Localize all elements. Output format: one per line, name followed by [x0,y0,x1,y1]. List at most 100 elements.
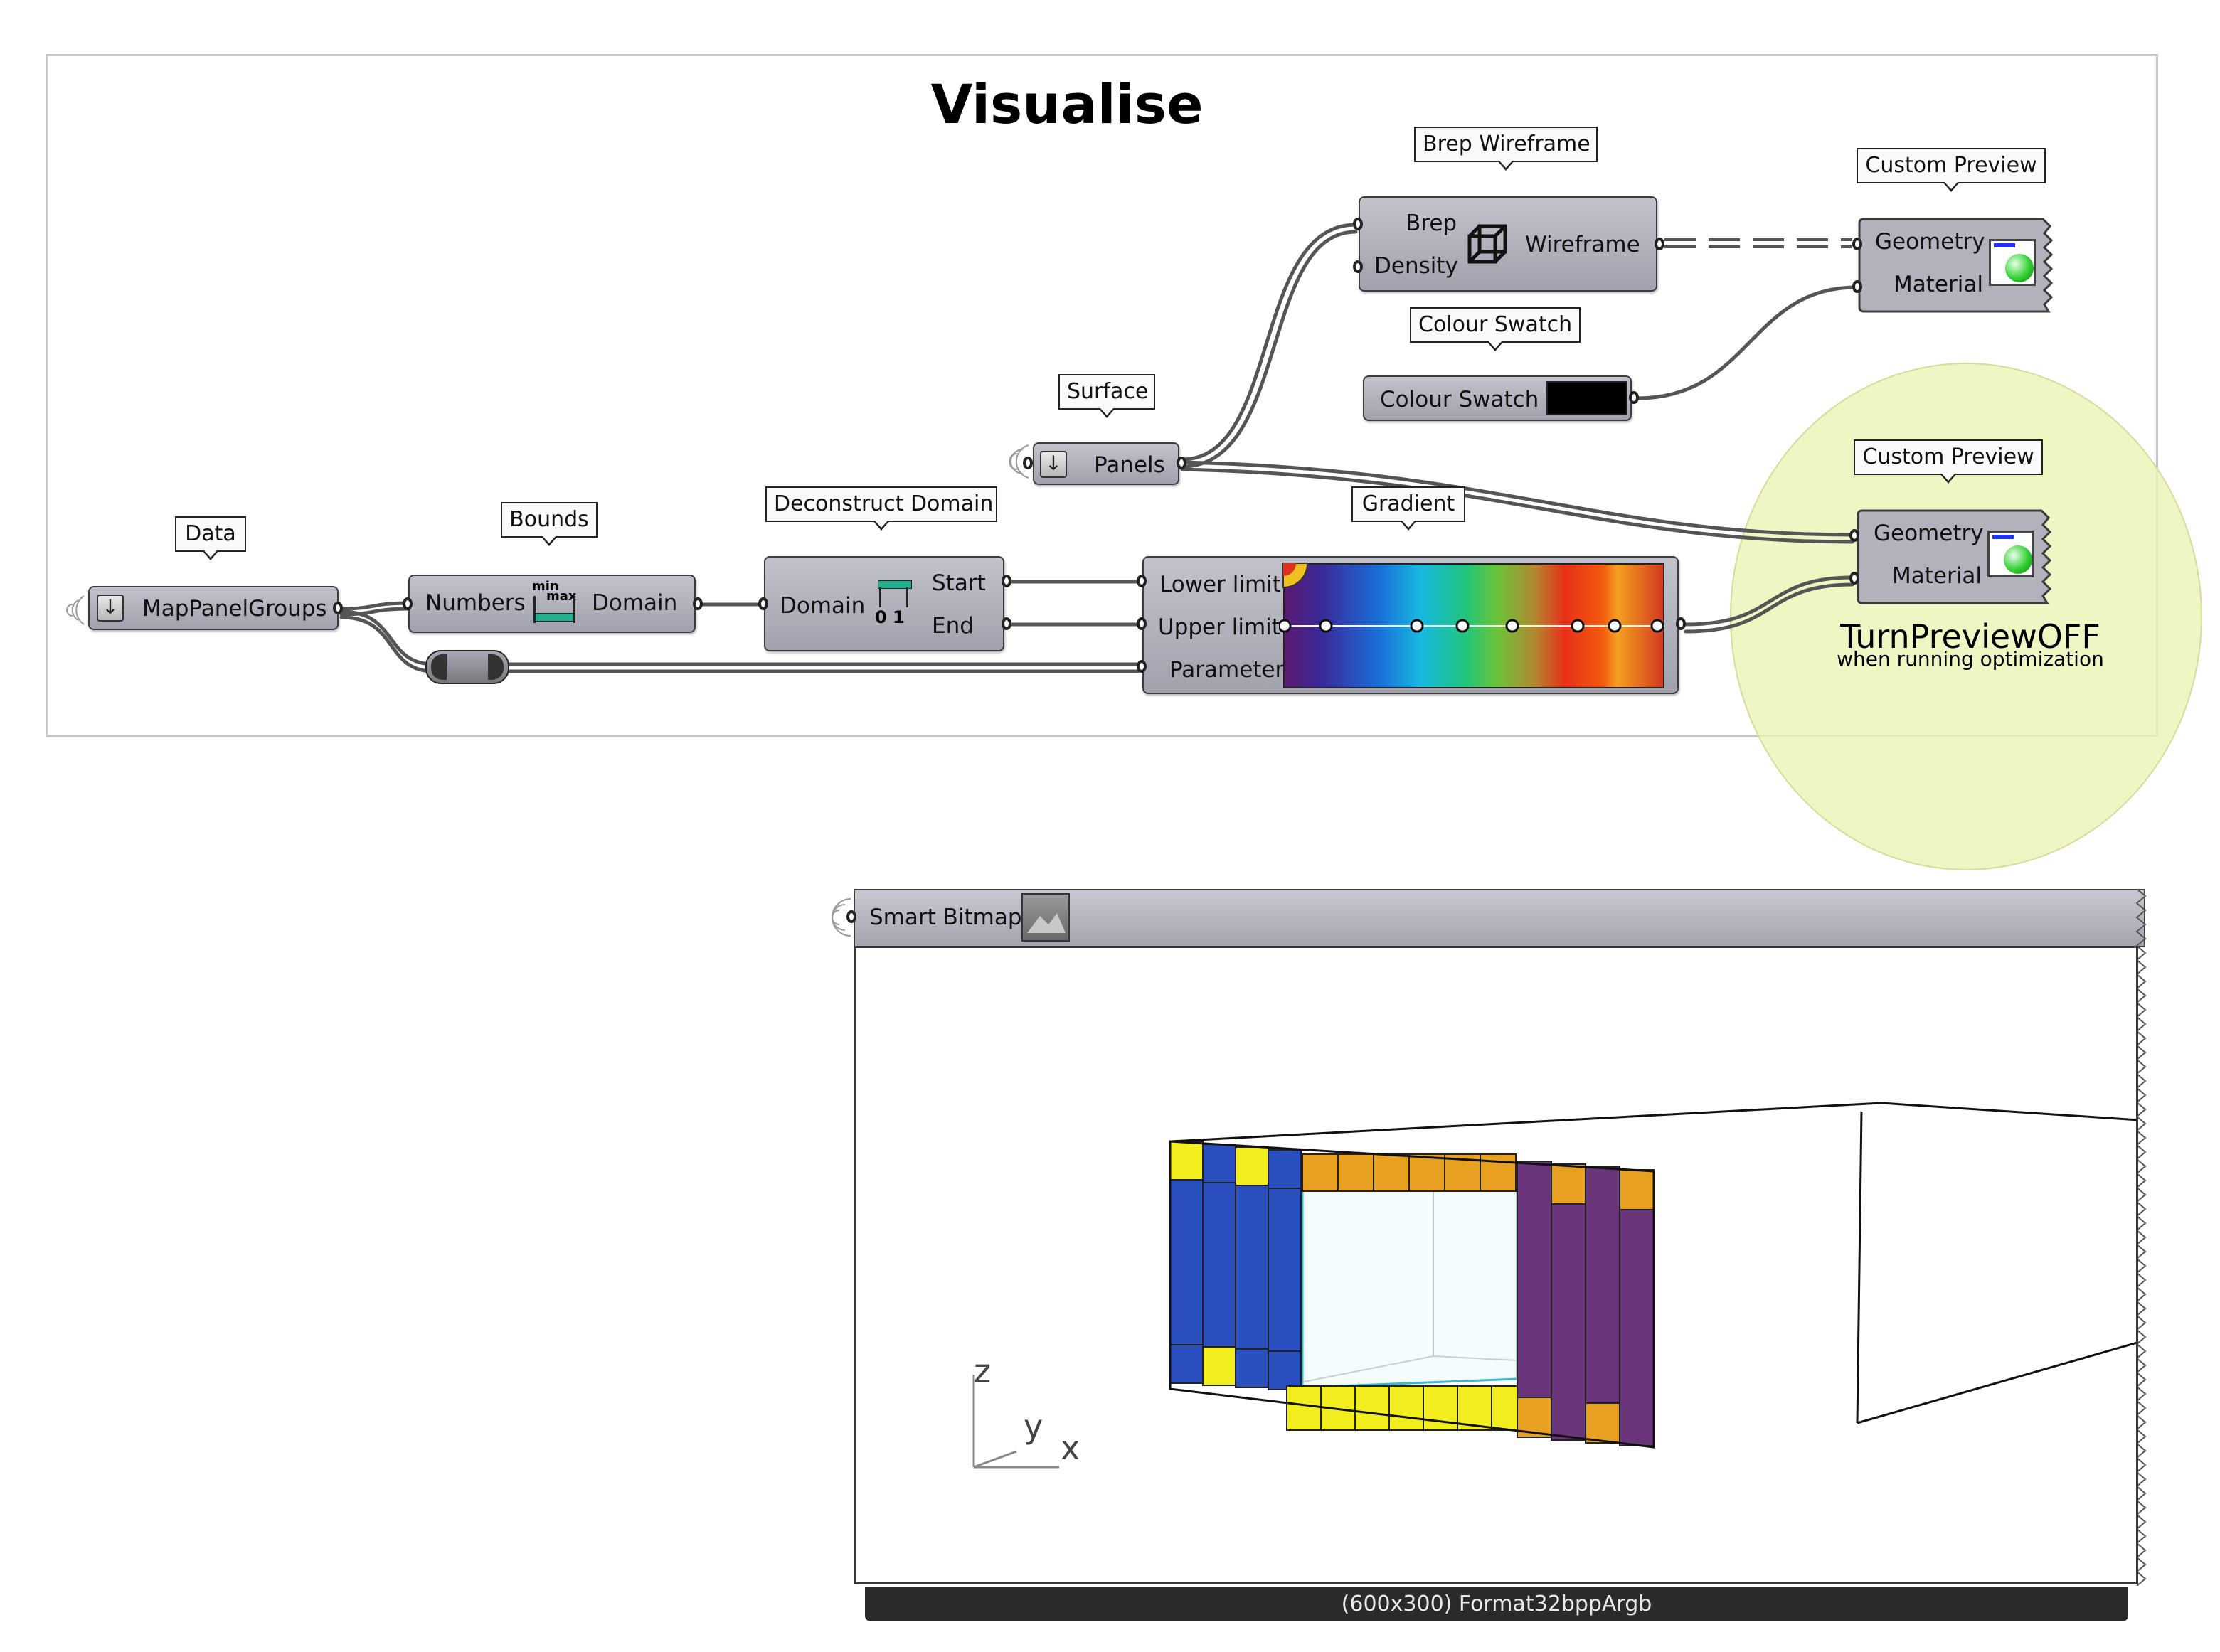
colour-swatch-component[interactable]: Colour Swatch [1363,375,1632,421]
facade-panel [1202,1346,1236,1386]
wifi-icon-panels [1009,444,1029,479]
model-render [1169,1102,2162,1449]
bounds-input-numbers: Numbers [425,590,526,616]
facade-panel [1235,1348,1269,1388]
bounds-component[interactable]: Numbers Domain min max [408,575,696,633]
preview-sphere-icon [1989,239,2036,286]
custom-preview-2-geometry: Geometry [1874,521,1984,546]
axis-x-label: x [1061,1429,1080,1467]
custom-preview-2-geometry-port[interactable] [1849,529,1859,542]
custom-preview-1-material: Material [1894,272,1983,297]
bounds-numbers-input-port[interactable] [403,597,413,610]
brep-wireframe-output: Wireframe [1525,232,1640,257]
map-panel-groups-label: MapPanelGroups [142,596,327,622]
facade-panel [1169,1141,1204,1181]
facade-panel [1169,1179,1204,1345]
facade-panel [1202,1144,1236,1183]
arrow-down-icon: ↓ [97,595,124,622]
facade-panel [1268,1350,1302,1390]
arrow-down-icon: ↓ [1040,451,1067,478]
wire-map-relay [339,609,436,666]
gradient-input-lower: Lower limit [1159,572,1281,597]
custom-preview-2-material-port[interactable] [1849,572,1859,585]
facade-panel [1268,1188,1302,1352]
wire-panels-geometry2-b [1180,467,1854,544]
gradient-output-port[interactable] [1676,617,1686,630]
facade-panel [1480,1153,1517,1192]
panels-input-port[interactable] [1023,457,1033,469]
smart-bitmap-footer: (600x300) Format32bppArgb [865,1587,2128,1621]
tag-deconstruct-domain: Deconstruct Domain [765,486,997,531]
relay-node[interactable] [425,650,509,684]
deconstruct-domain-icon: 0 1 [873,577,916,630]
tag-colour-swatch: Colour Swatch [1410,307,1581,351]
colour-swatch-output-port[interactable] [1629,391,1639,404]
deconstruct-domain-input-port[interactable] [758,597,768,610]
image-icon [1021,893,1070,942]
tag-data: Data [175,516,246,560]
cube-wireframe-icon [1467,224,1507,264]
deconstruct-output-end: End [932,613,974,639]
gradient-upper-port[interactable] [1137,617,1147,630]
smart-bitmap-viewport[interactable]: z y x [854,946,2162,1584]
custom-preview-1-material-port[interactable] [1852,280,1862,293]
custom-preview-1-geometry-port[interactable] [1852,238,1862,250]
wifi-icon [66,595,85,625]
facade-outline [1169,1140,1655,1449]
deconstruct-end-output-port[interactable] [1002,617,1011,630]
map-panel-groups-param[interactable]: ↓ MapPanelGroups [88,586,339,630]
facade-panel [1235,1185,1269,1350]
facade-panel [1551,1163,1586,1205]
axis-z-label: z [974,1352,992,1390]
deconstruct-input-domain: Domain [780,593,866,619]
deconstruct-start-output-port[interactable] [1002,575,1011,587]
facade-panel [1268,1149,1302,1189]
panels-label: Panels [1094,452,1165,478]
wire-swatch-material1 [1635,285,1859,400]
axis-y-label: y [1024,1407,1043,1446]
brep-input-port[interactable] [1353,218,1363,230]
facade-panel [1551,1203,1586,1441]
tag-custom-preview-2: Custom Preview [1854,439,2043,484]
facade-panel [1517,1161,1552,1398]
bounds-domain-output-port[interactable] [693,597,703,610]
facade-panel [1408,1153,1445,1192]
axis-gizmo [972,1375,1059,1469]
gradient-component[interactable]: Lower limit Upper limit Parameter [1142,556,1679,694]
facade-panel [1202,1182,1236,1348]
wire-gradient-material2 [1684,575,1854,627]
tag-surface: Surface [1058,374,1155,418]
facade-panel [1354,1385,1390,1431]
wire-panels-geometry2 [1180,460,1854,537]
facade-panel [1169,1344,1204,1384]
note-subtitle: when running optimization [1837,647,2104,671]
brep-wireframe-input-density: Density [1374,253,1458,279]
wireframe-output-port[interactable] [1655,238,1664,250]
group-visualise[interactable] [46,54,2158,737]
brep-wireframe-component[interactable]: Brep Density Wireframe [1359,196,1657,292]
wire-map-bounds-b [339,607,412,617]
gradient-grip-line[interactable] [1279,614,1672,637]
density-input-port[interactable] [1353,260,1363,273]
smart-bitmap-zigzag-edge [2135,889,2147,1586]
colour-swatch-color-box[interactable] [1546,381,1627,415]
deconstruct-domain-component[interactable]: Domain Start End 0 1 [764,556,1004,651]
smart-bitmap-input-port[interactable] [846,910,856,923]
wifi-icon-bitmap [832,898,851,937]
tag-bounds: Bounds [501,502,598,546]
custom-preview-1-geometry: Geometry [1875,229,1985,255]
facade-panel [1585,1166,1620,1404]
panels-output-port[interactable] [1177,457,1186,469]
smart-bitmap-header[interactable]: Smart Bitmap [854,889,2145,947]
tag-custom-preview-1: Custom Preview [1857,148,2046,192]
panels-param[interactable]: ↓ Panels [1033,442,1179,485]
bounds-icon: min max [531,579,580,629]
gradient-corner-icon [1282,563,1309,589]
gradient-lower-port[interactable] [1137,575,1147,587]
gradient-parameter-port[interactable] [1137,660,1147,673]
map-panel-groups-output[interactable] [333,602,343,614]
facade-panel [1585,1402,1620,1444]
bounds-output-domain: Domain [592,590,678,616]
